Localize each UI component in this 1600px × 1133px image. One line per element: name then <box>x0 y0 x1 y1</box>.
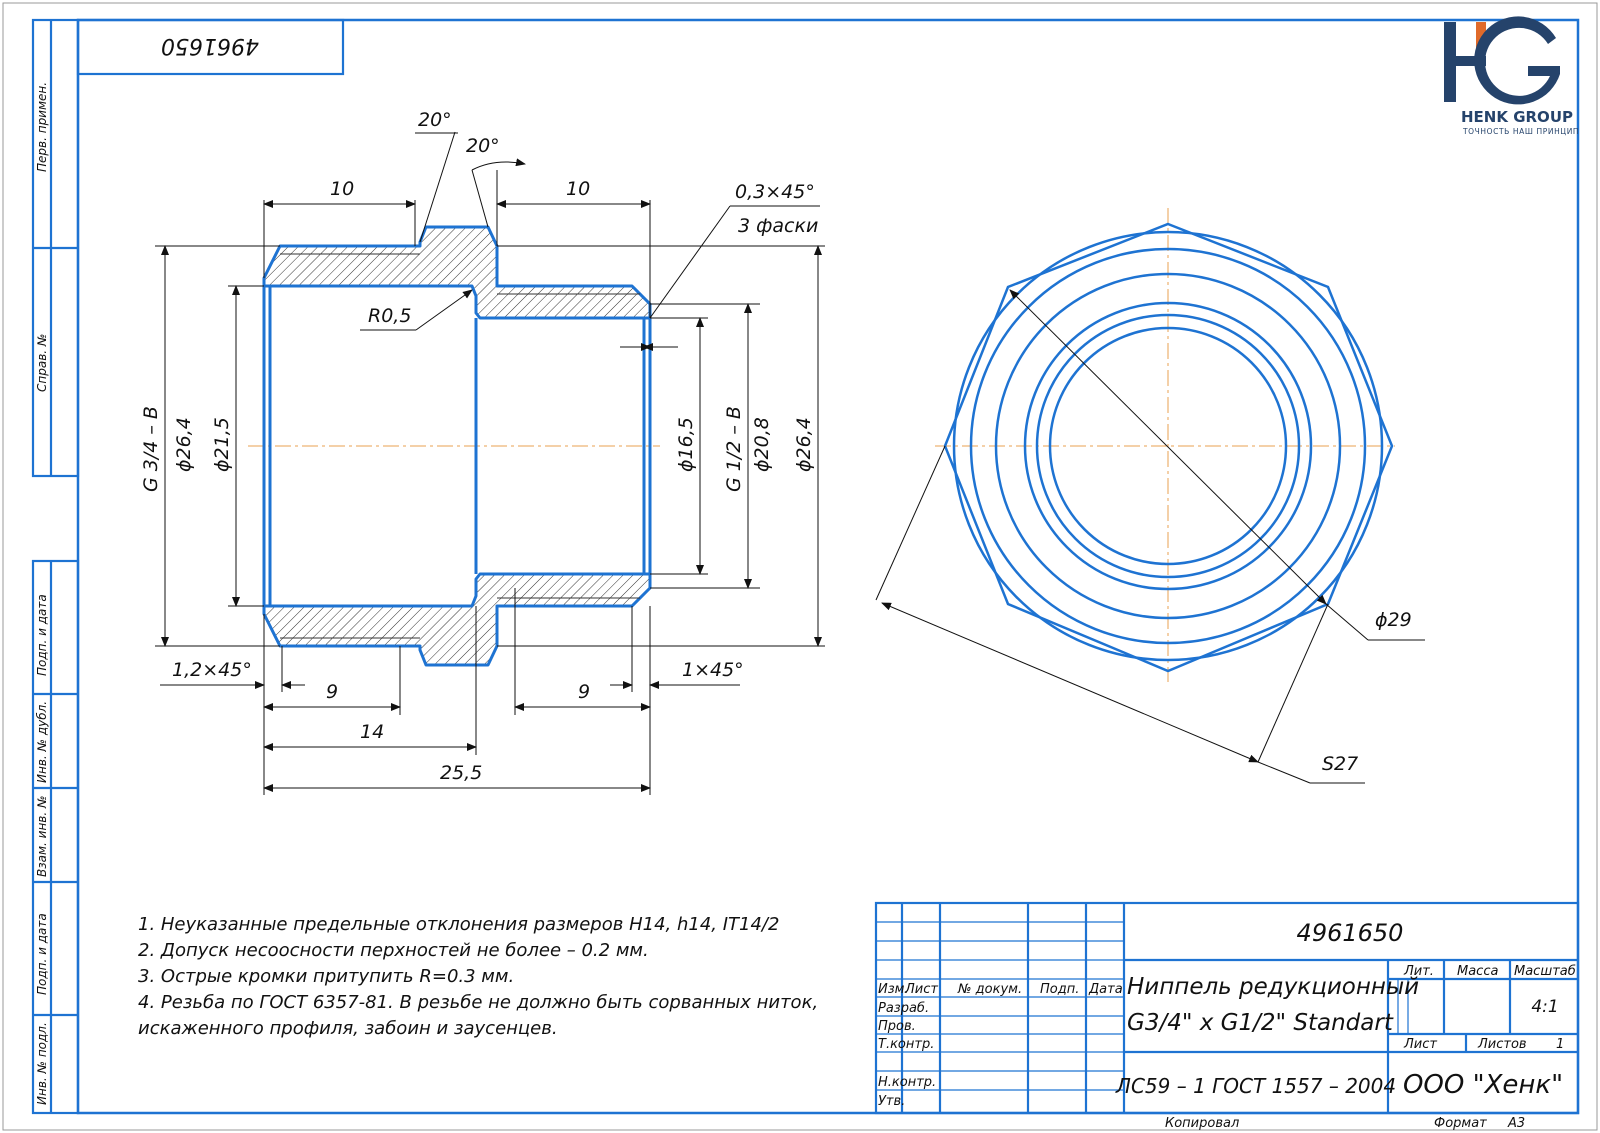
section-lower-wall <box>262 572 652 667</box>
technical-notes: 1. Неуказанные предельные отклонения раз… <box>138 912 858 1042</box>
dim-len-14: 14 <box>360 721 384 743</box>
tb-name-line1: Ниппель редукционный <box>1127 974 1419 1000</box>
logo-subtitle: ТОЧНОСТЬ НАШ ПРИНЦИП <box>1463 127 1580 136</box>
tb-material: ЛС59 – 1 ГОСТ 1557 – 2004 <box>1115 1074 1396 1098</box>
side-label-podp-data-1: Подп. и дата <box>35 594 49 676</box>
dim-radius: R0,5 <box>368 305 411 327</box>
tb-col-dokum: № докум. <box>957 982 1022 997</box>
tb-massa: Масса <box>1457 964 1498 979</box>
dim-len-total: 25,5 <box>440 762 482 784</box>
note-3: 3. Острые кромки притупить R=0.3 мм. <box>138 966 515 987</box>
tb-lit: Лит. <box>1403 964 1434 979</box>
end-view-dims <box>875 289 1425 784</box>
note-4-cont: искаженного профиля, забоин и заусенцев. <box>138 1018 558 1039</box>
dim-chamfer-left: 1,2×45° <box>172 659 252 681</box>
side-strip <box>31 18 80 1115</box>
dim-thread-left: G 3/4 – B <box>140 406 162 492</box>
tb-doc-number: 4961650 <box>1297 919 1404 947</box>
tb-masshtab: Масштаб <box>1514 964 1576 979</box>
tb-company: ООО "Хенк" <box>1403 1070 1563 1100</box>
note-4: 4. Резьба по ГОСТ 6357-81. В резьбе не д… <box>138 992 819 1013</box>
tb-col-izm: Изм. <box>878 982 909 997</box>
tb-tkontr: Т.контр. <box>878 1037 934 1052</box>
dim-dia-left-inner: ϕ21,5 <box>211 417 233 472</box>
dim-angle-2: 20° <box>466 135 500 157</box>
note-1: 1. Неуказанные предельные отклонения раз… <box>138 914 780 935</box>
tb-list: Лист <box>1403 1037 1437 1052</box>
tb-col-data: Дата <box>1088 982 1123 997</box>
dim-len-left: 10 <box>330 178 354 200</box>
dim-len-9-right: 9 <box>578 681 590 703</box>
tb-utv: Утв. <box>878 1094 905 1109</box>
tb-col-podp: Подп. <box>1040 982 1079 997</box>
side-label-vzam-inv: Взам. инв. № <box>35 796 49 877</box>
side-label-podp-data-2: Подп. и дата <box>35 913 49 995</box>
dim-angle-1: 20° <box>418 109 452 131</box>
dim-chamfer-right: 1×45° <box>682 659 744 681</box>
dim-dia-collar: ϕ26,4 <box>793 417 815 472</box>
title-block-rows <box>876 921 1409 1091</box>
side-label-perv-primen: Перв. примен. <box>35 82 49 172</box>
tb-nkontr: Н.контр. <box>878 1075 936 1090</box>
dim-dia-right-inner: ϕ16,5 <box>675 417 697 472</box>
note-2: 2. Допуск несоосности перхностей не боле… <box>138 940 649 961</box>
tb-kopiroval: Копировал <box>1165 1116 1239 1131</box>
logo-title: HENK GROUP <box>1461 108 1573 126</box>
dim-len-9-left: 9 <box>326 681 338 703</box>
side-label-inv-dubl: Инв. № дубл. <box>35 701 49 783</box>
dimension-lines <box>155 131 825 795</box>
top-stamp-box <box>76 18 345 76</box>
dim-thread-right: G 1/2 – B <box>723 406 745 492</box>
tb-format-value: А3 <box>1507 1116 1525 1131</box>
dim-dia-29: ϕ29 <box>1375 609 1412 631</box>
dim-len-right: 10 <box>566 178 590 200</box>
dim-chamfers-count: 3 фаски <box>738 215 818 237</box>
tb-name-line2: G3/4" x G1/2" Standart <box>1127 1010 1394 1036</box>
tb-format: Формат <box>1434 1116 1487 1131</box>
tb-listov: Листов <box>1477 1037 1527 1052</box>
tb-prov: Пров. <box>878 1019 916 1034</box>
tb-scale: 4:1 <box>1531 997 1558 1017</box>
dim-dia-left-outer: ϕ26,4 <box>173 417 195 472</box>
dim-dia-right-outer: ϕ20,8 <box>751 417 773 472</box>
dim-hex-s: S27 <box>1322 753 1358 775</box>
title-block-grid <box>874 901 1580 1115</box>
side-label-inv-podl: Инв. № подл. <box>35 1022 49 1105</box>
henk-group-logo <box>1444 16 1560 105</box>
dim-chamfer-top: 0,3×45° <box>735 181 815 203</box>
tb-razrab: Разраб. <box>878 1001 929 1016</box>
tb-col-list: Лист <box>904 982 938 997</box>
tb-listov-value: 1 <box>1556 1037 1564 1052</box>
section-upper-wall <box>262 225 652 320</box>
side-label-sprav-no: Справ. № <box>35 334 49 392</box>
top-stamp-number: 4961650 <box>161 33 259 58</box>
